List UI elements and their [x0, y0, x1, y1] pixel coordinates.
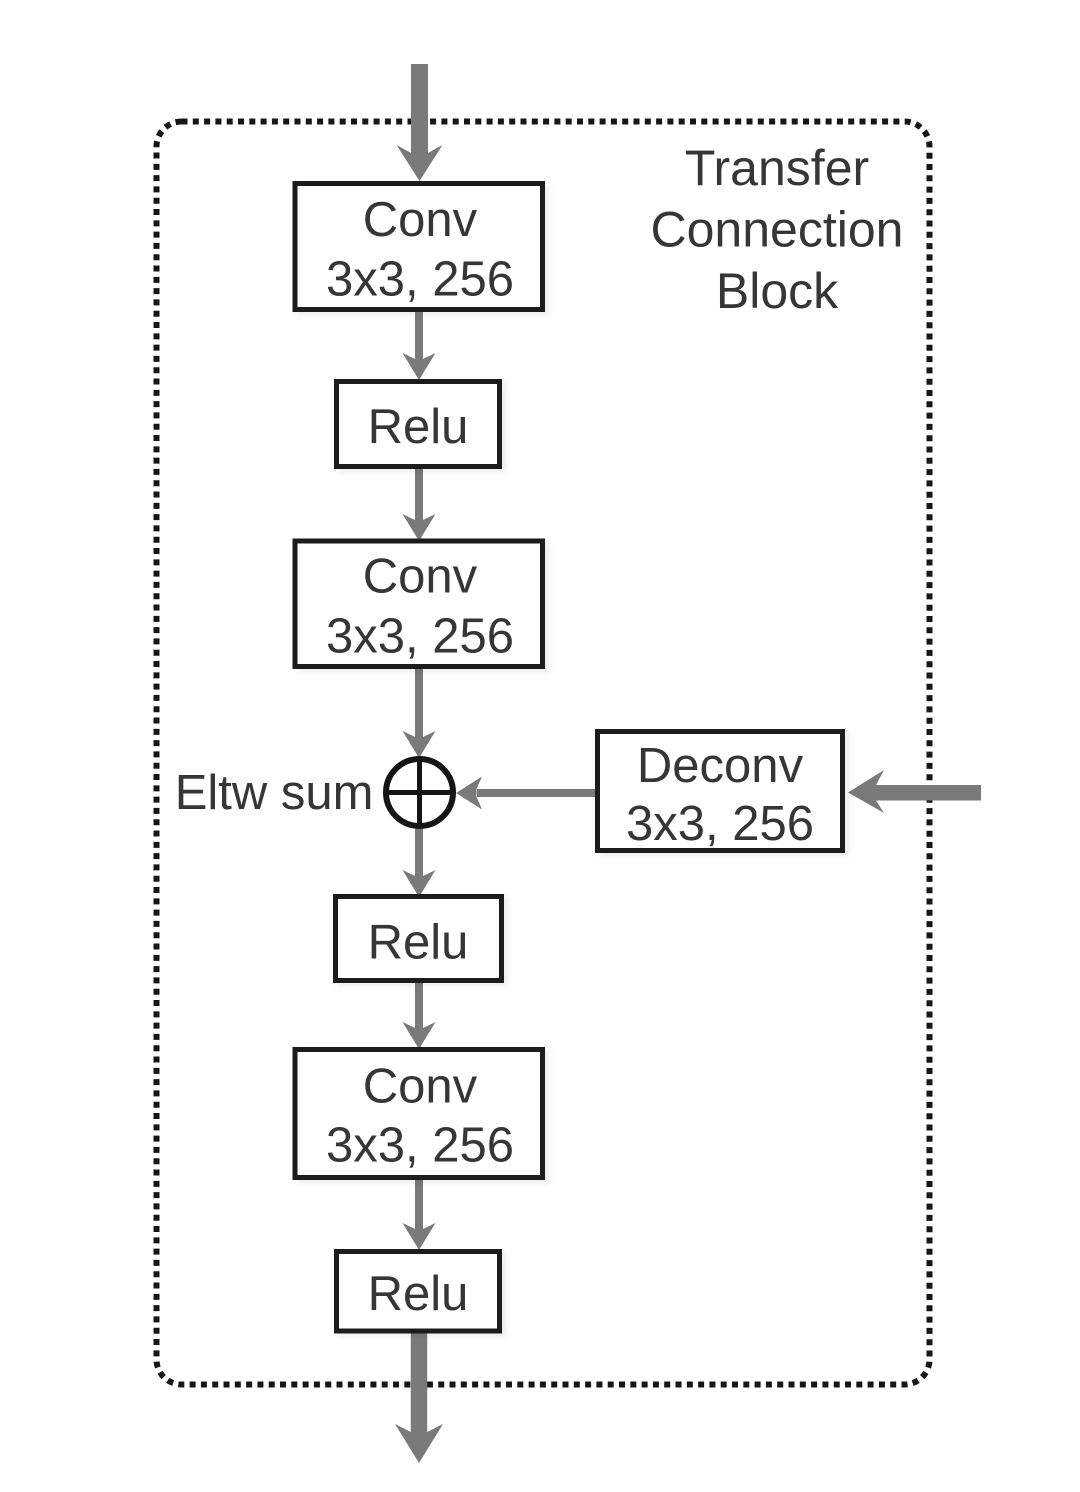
- svg-text:Connection: Connection: [651, 202, 904, 258]
- svg-text:Relu: Relu: [368, 916, 469, 970]
- svg-text:Deconv: Deconv: [637, 739, 804, 793]
- svg-text:3x3, 256: 3x3, 256: [626, 797, 814, 851]
- svg-text:3x3, 256: 3x3, 256: [326, 1119, 514, 1173]
- svg-text:3x3, 256: 3x3, 256: [326, 610, 514, 664]
- svg-text:Relu: Relu: [368, 1267, 469, 1321]
- svg-text:Eltw sum: Eltw sum: [175, 766, 374, 820]
- svg-text:Transfer: Transfer: [685, 140, 869, 196]
- svg-text:3x3, 256: 3x3, 256: [326, 253, 514, 307]
- svg-text:Conv: Conv: [363, 1060, 478, 1114]
- svg-text:Conv: Conv: [363, 193, 478, 247]
- svg-text:Conv: Conv: [363, 550, 478, 604]
- svg-text:Block: Block: [716, 263, 839, 319]
- svg-text:Relu: Relu: [368, 400, 469, 454]
